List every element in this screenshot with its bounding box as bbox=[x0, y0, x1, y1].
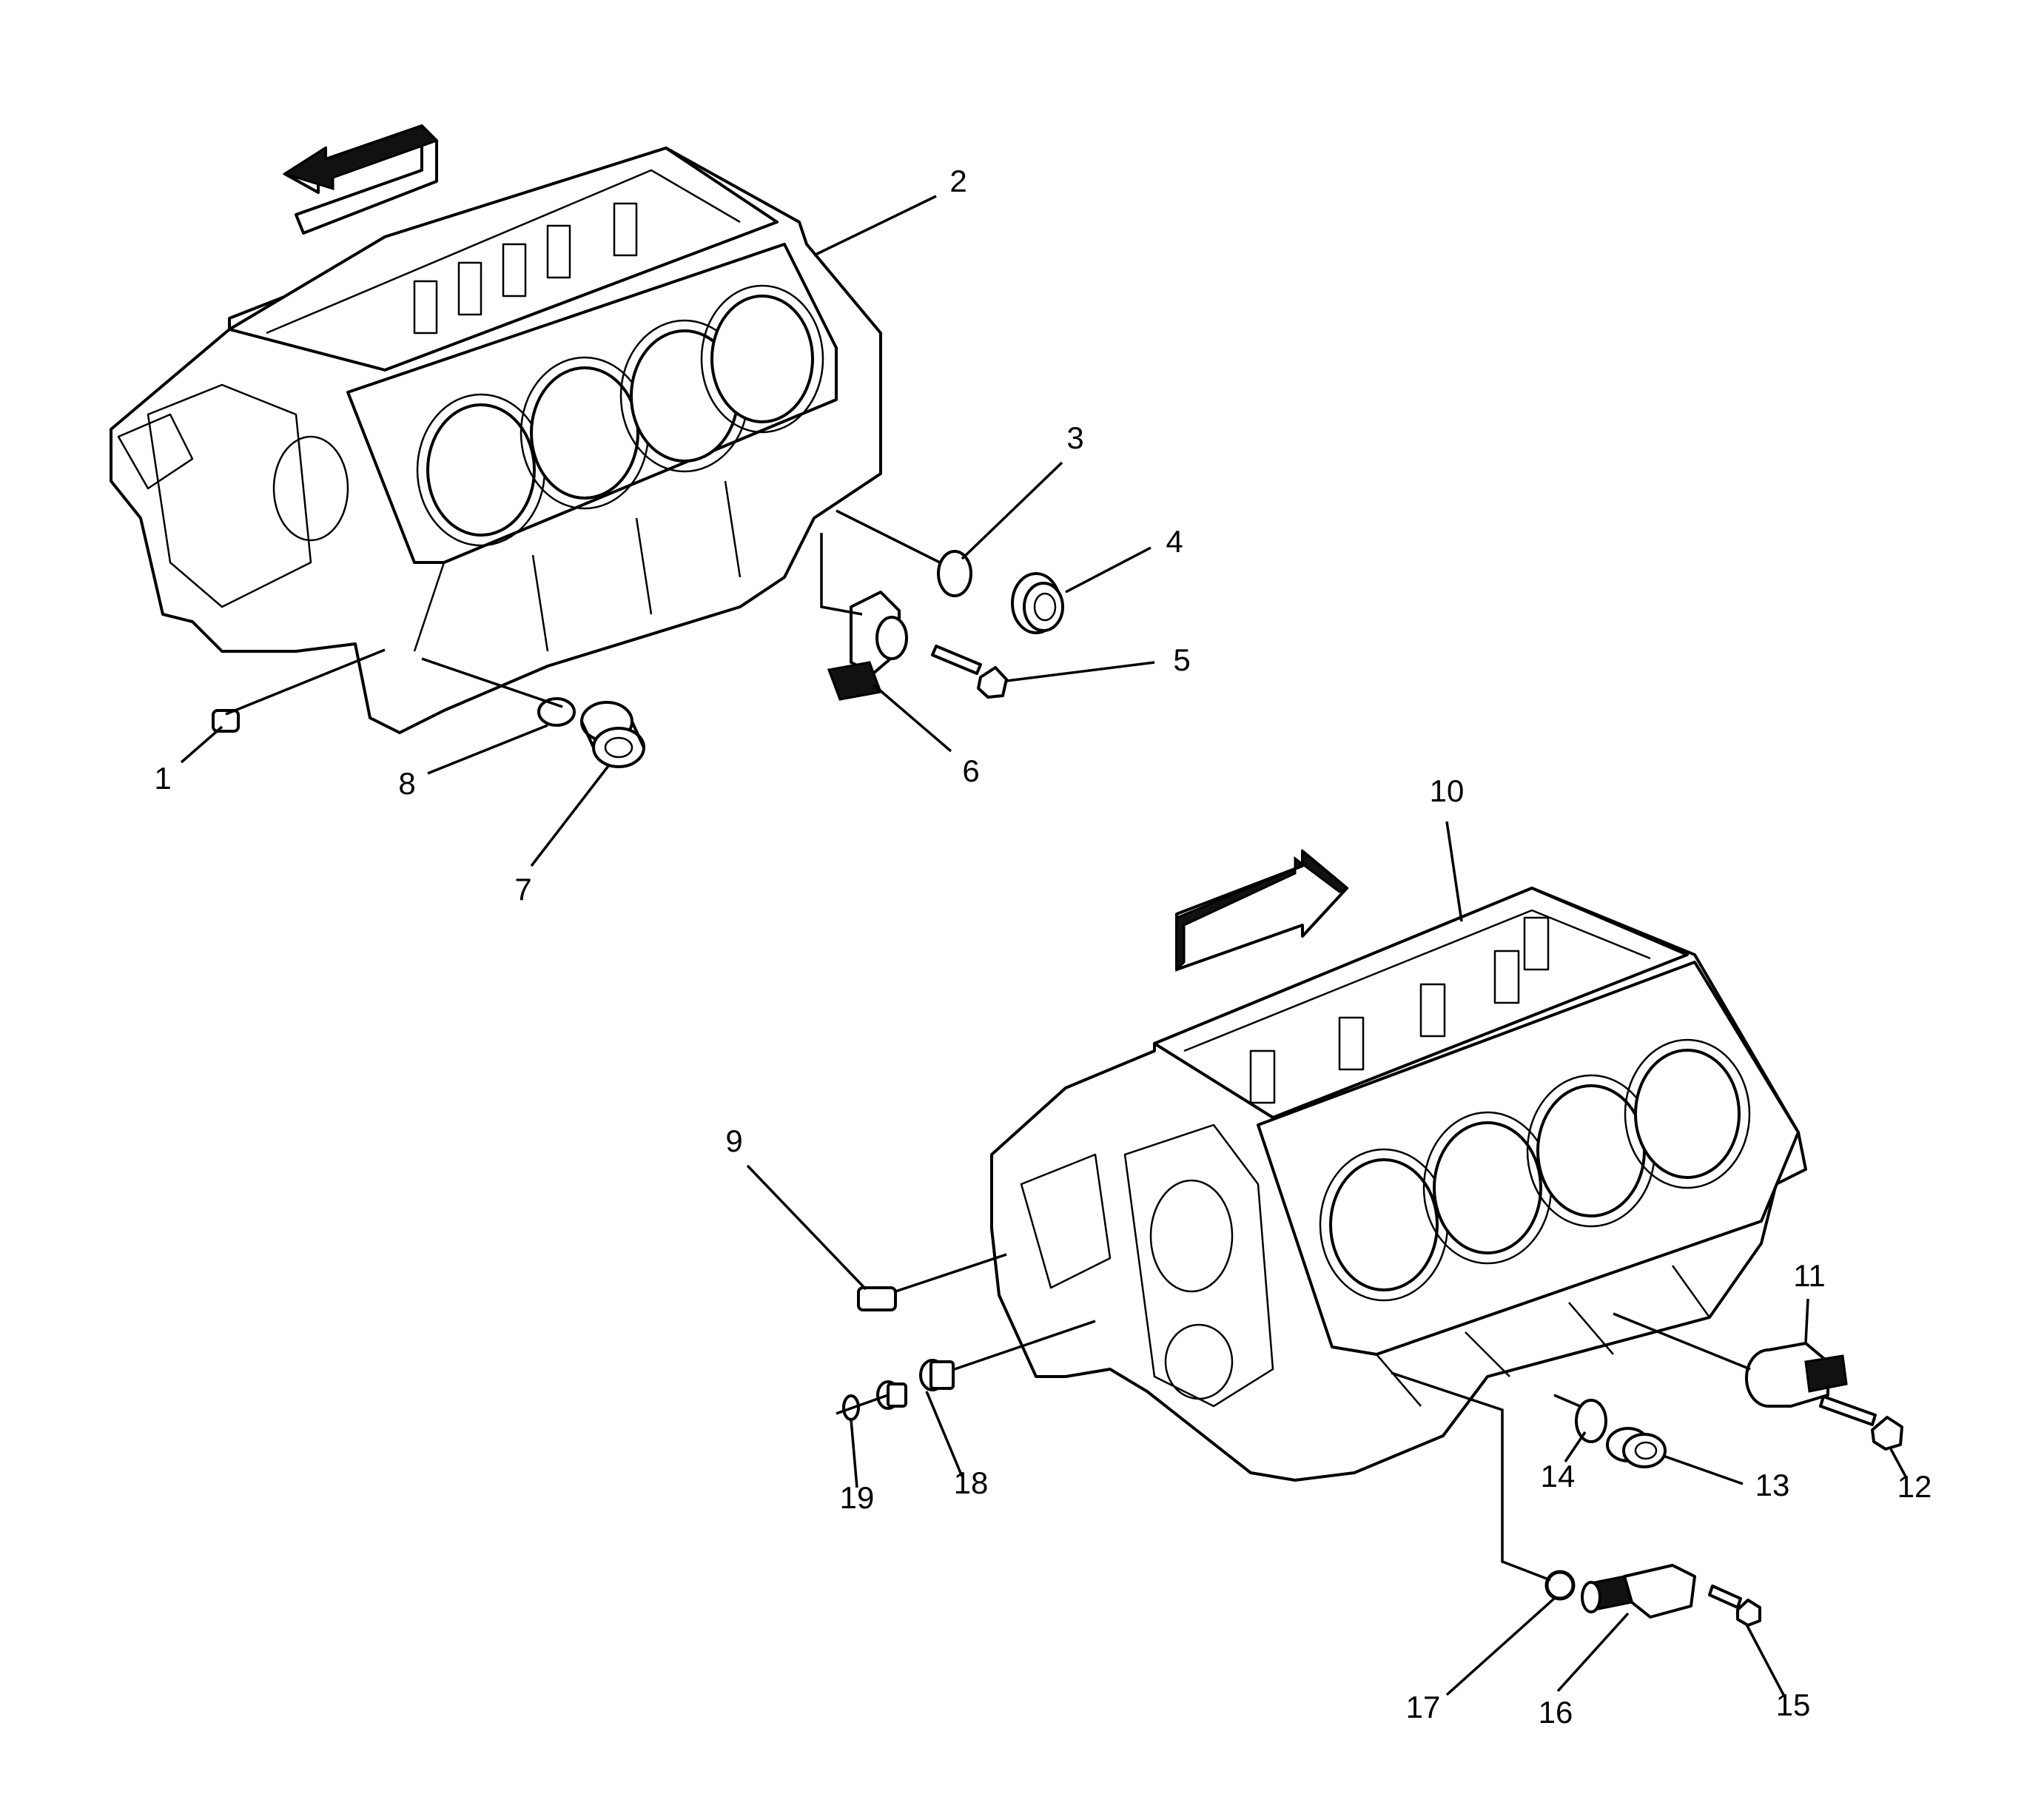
part-bolt-5 bbox=[931, 645, 1008, 699]
direction-arrow-top-icon bbox=[282, 124, 439, 235]
part-plug-13 bbox=[1606, 1427, 1667, 1468]
callout-16: 16 bbox=[1539, 1695, 1573, 1730]
callout-6: 6 bbox=[962, 753, 979, 788]
callout-11: 11 bbox=[1793, 1258, 1826, 1293]
direction-arrow-bottom-icon bbox=[1175, 848, 1349, 972]
callout-19: 19 bbox=[840, 1480, 875, 1515]
part-plug-18 bbox=[876, 1359, 955, 1410]
engine-block-top bbox=[110, 147, 882, 734]
part-oring-8 bbox=[537, 697, 576, 727]
callout-5: 5 bbox=[1173, 642, 1190, 677]
leader-17 bbox=[1445, 1597, 1556, 1696]
cylinder-bores-bottom bbox=[1319, 1038, 1751, 1302]
callout-14: 14 bbox=[1541, 1459, 1576, 1494]
callout-18: 18 bbox=[954, 1465, 989, 1500]
leader-13 bbox=[1664, 1455, 1744, 1485]
part-plug-1 bbox=[212, 709, 240, 733]
part-oring-3 bbox=[937, 550, 972, 597]
callout-2: 2 bbox=[949, 164, 966, 198]
part-bolt-12 bbox=[1819, 1395, 1903, 1451]
leader-16 bbox=[1556, 1612, 1630, 1693]
leader-10 bbox=[1445, 821, 1463, 922]
part-oring-17 bbox=[1544, 1570, 1576, 1601]
leader-11 bbox=[1804, 1298, 1809, 1344]
callout-leaders bbox=[180, 195, 1907, 1696]
leader-5 bbox=[1006, 661, 1155, 682]
callout-10: 10 bbox=[1430, 773, 1465, 808]
leader-8 bbox=[427, 724, 548, 775]
part-dowel-9 bbox=[857, 1286, 897, 1311]
callout-1: 1 bbox=[154, 761, 171, 796]
part-plug-7 bbox=[580, 701, 645, 768]
leader-7 bbox=[530, 765, 610, 867]
assembly-lines-top bbox=[225, 509, 941, 716]
leader-15 bbox=[1745, 1624, 1785, 1696]
callout-4: 4 bbox=[1166, 524, 1183, 559]
leader-4 bbox=[1065, 546, 1152, 594]
callout-labels: 1 2 3 4 5 6 7 8 9 10 11 12 13 14 15 16 1… bbox=[154, 164, 1932, 1730]
leader-3 bbox=[961, 461, 1063, 560]
assembly-lines-bottom bbox=[836, 1253, 1751, 1582]
leader-19 bbox=[850, 1419, 858, 1488]
leader-14 bbox=[1564, 1431, 1587, 1462]
callout-13: 13 bbox=[1755, 1468, 1790, 1502]
callout-12: 12 bbox=[1897, 1469, 1932, 1504]
leader-6 bbox=[872, 683, 952, 753]
part-sensor-11 bbox=[1745, 1342, 1848, 1408]
callout-8: 8 bbox=[398, 766, 415, 801]
part-sensor-6 bbox=[827, 591, 908, 701]
callout-17: 17 bbox=[1406, 1690, 1441, 1724]
part-bolt-15 bbox=[1708, 1585, 1761, 1627]
callout-15: 15 bbox=[1776, 1687, 1811, 1722]
part-plug-4 bbox=[1011, 572, 1064, 634]
part-oring-14 bbox=[1575, 1399, 1607, 1443]
callout-7: 7 bbox=[514, 872, 531, 907]
leader-9 bbox=[746, 1164, 867, 1291]
leader-12 bbox=[1889, 1448, 1907, 1477]
callout-9: 9 bbox=[725, 1123, 742, 1158]
callout-3: 3 bbox=[1066, 420, 1083, 455]
leader-1 bbox=[180, 725, 223, 764]
leader-18 bbox=[925, 1391, 964, 1477]
part-sensor-16 bbox=[1581, 1564, 1696, 1619]
leader-2 bbox=[813, 195, 937, 257]
cylinder-bores-top bbox=[416, 284, 824, 547]
engine-block-bottom bbox=[990, 887, 1807, 1482]
